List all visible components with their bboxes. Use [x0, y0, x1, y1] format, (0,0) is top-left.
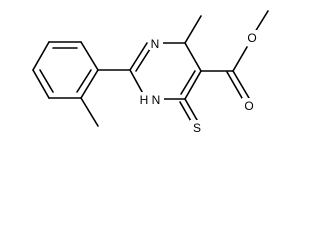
- bond-c2-n3-double: [135, 48, 151, 72]
- bond-aryl-inner-3: [76, 69, 92, 93]
- bond-c6-s-double: [179, 101, 193, 124]
- bond-ortho-methyl: [80, 97, 99, 127]
- bond-carbonyl-c-o-ether: [232, 46, 248, 72]
- atom-label-n1: N: [152, 93, 161, 107]
- bond-aryl-1: [80, 41, 99, 71]
- bond-c4-c5: [184, 42, 202, 72]
- bond-c2-n3: [129, 42, 148, 71]
- bond-c4-methyl: [184, 15, 202, 44]
- structure-canvas: N H N S O O: [32, 10, 269, 136]
- atom-label-h1: H: [140, 93, 149, 107]
- bond-aryl-inner-2: [39, 69, 54, 93]
- atom-label-n3: N: [151, 37, 160, 51]
- bond-c5-c6-double: [180, 70, 196, 95]
- bond-c5-c6: [184, 70, 202, 100]
- bond-aryl-3: [32, 41, 50, 71]
- atom-label-ether-oxygen: O: [247, 31, 256, 45]
- bond-c6-s: [184, 98, 198, 121]
- bond-carbonyl-c-o-double-2: [226, 71, 243, 99]
- bond-o-methyl: [254, 10, 269, 33]
- atom-label-s: S: [193, 121, 201, 135]
- bond-aryl-6: [80, 69, 99, 99]
- bond-carbonyl-c-o-double: [232, 70, 250, 99]
- atom-label-carbonyl-oxygen: O: [244, 99, 253, 113]
- molecule-drawing: N H N S O O: [32, 10, 269, 136]
- bond-aryl-4: [32, 69, 50, 99]
